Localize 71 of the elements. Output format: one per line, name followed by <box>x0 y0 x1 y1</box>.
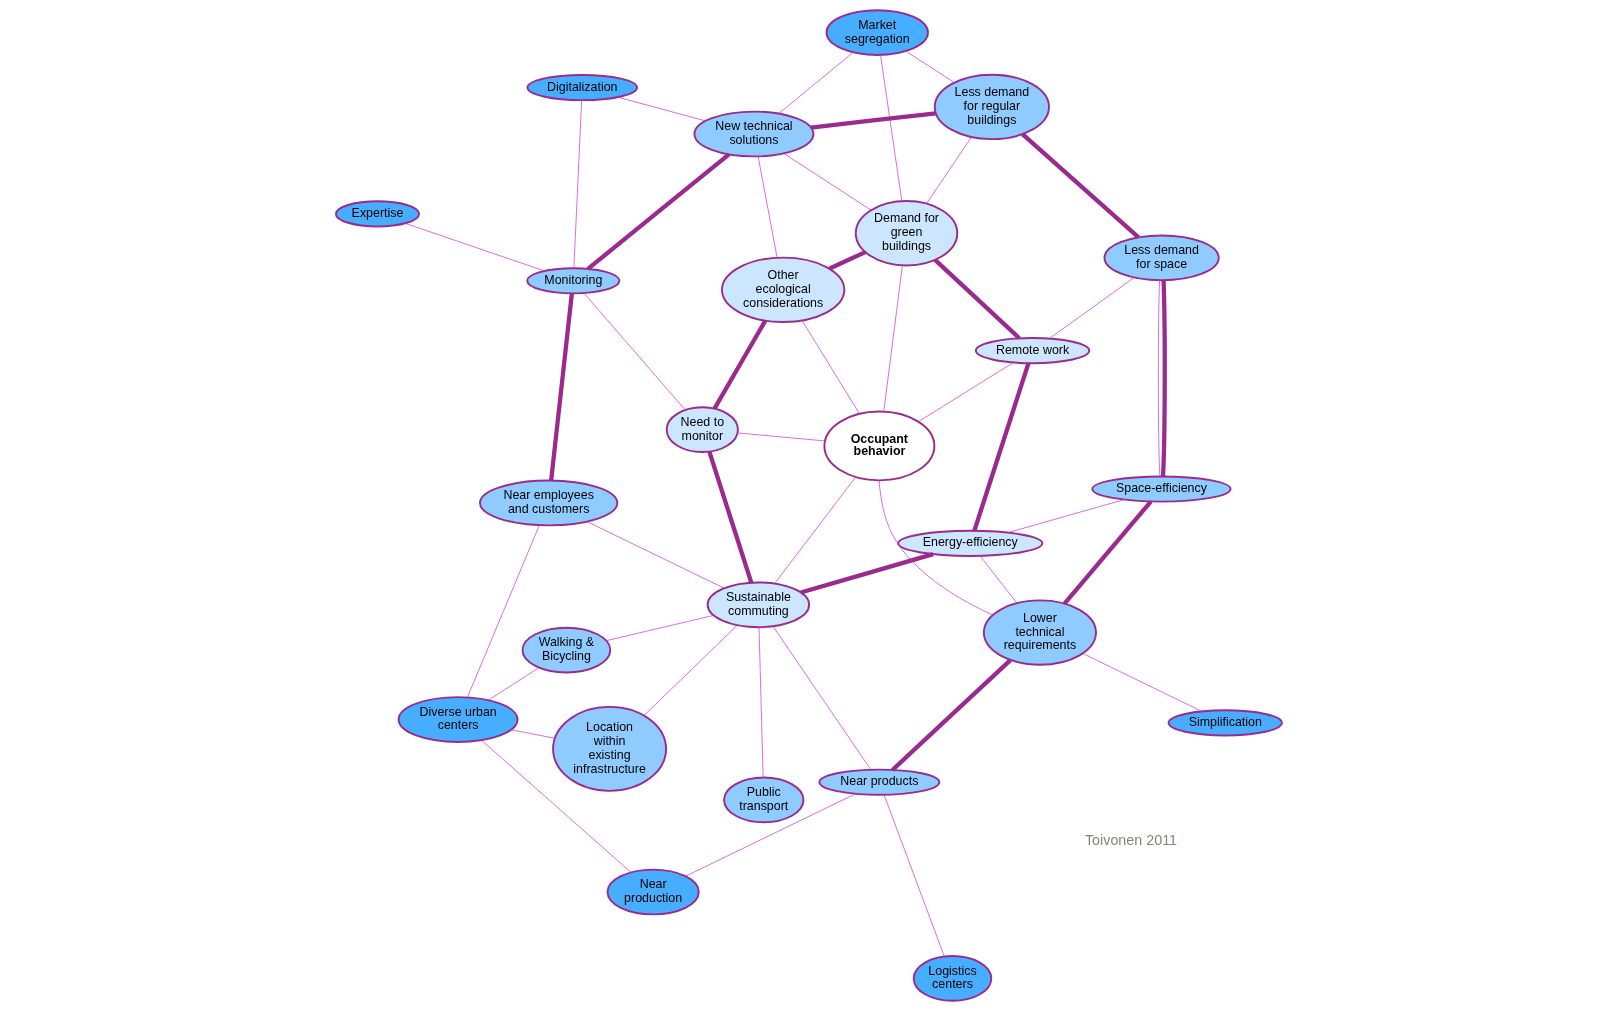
connector <box>878 480 994 616</box>
node-ellipse: Diverse urban centers <box>397 696 519 743</box>
connector <box>772 625 872 771</box>
node-ellipse: Lower technical requirements <box>982 599 1097 666</box>
connector <box>800 552 934 595</box>
node-ellipse: Digitalization <box>526 74 638 102</box>
connector <box>1160 280 1167 477</box>
connector <box>583 292 686 411</box>
node-ellipse: Less demand for space <box>1103 234 1220 282</box>
connector <box>1082 653 1203 712</box>
connector <box>933 258 1021 340</box>
connector <box>783 153 872 211</box>
node-ellipse: Occupant behavior <box>823 410 936 482</box>
node-ellipse: New technical solutions <box>693 110 815 158</box>
connector <box>549 293 575 481</box>
connector <box>891 658 1012 772</box>
label: Toivonen 2011 <box>1084 832 1178 849</box>
node-ellipse: Need to monitor <box>665 406 739 454</box>
connector <box>1048 277 1135 339</box>
node-ellipse: Public transport <box>723 776 805 824</box>
node-ellipse: Near products <box>818 768 941 796</box>
node-ellipse: Energy-efficiency <box>897 529 1044 557</box>
connector <box>586 521 725 589</box>
node-ellipse: Logistics centers <box>912 955 993 1002</box>
connector <box>510 729 556 739</box>
node-ellipse: Expertise <box>334 200 420 228</box>
connector <box>737 432 826 442</box>
node-ellipse: Demand for green buildings <box>854 200 959 267</box>
connector <box>617 96 706 122</box>
connector <box>404 222 545 272</box>
connector <box>643 624 738 716</box>
connector <box>487 667 540 701</box>
connector <box>467 524 540 698</box>
connector <box>778 51 854 114</box>
node-ellipse: Market segregation <box>825 9 929 56</box>
connector <box>586 152 731 271</box>
connector <box>685 793 856 877</box>
connector <box>972 362 1031 532</box>
connector <box>979 555 1018 604</box>
connector <box>1007 499 1125 533</box>
connector <box>880 54 903 202</box>
node-ellipse: Walking & Bicycling <box>521 626 612 674</box>
connector <box>883 264 903 412</box>
connector <box>801 320 860 415</box>
node-ellipse: Remote work <box>974 337 1091 365</box>
node-ellipse: Other ecological considerations <box>721 256 846 323</box>
node-ellipse: Location within existing infrastructure <box>552 705 667 792</box>
node-ellipse: Sustainable commuting <box>706 581 811 629</box>
connector <box>905 50 955 83</box>
connector <box>1157 279 1161 477</box>
connector <box>926 136 972 204</box>
connector <box>606 615 714 641</box>
connector <box>757 156 778 259</box>
node-ellipse: Near employees and customers <box>479 479 619 527</box>
node-ellipse: Near production <box>606 868 700 916</box>
node-ellipse: Space-efficiency <box>1091 475 1232 503</box>
connector <box>918 362 1014 422</box>
node-ellipse: Monitoring <box>526 267 621 295</box>
connector <box>481 739 632 873</box>
node-ellipse: Less demand for regular buildings <box>933 73 1050 141</box>
connector <box>758 626 764 778</box>
connector <box>1021 132 1140 239</box>
connector <box>774 476 857 584</box>
connector <box>828 250 867 271</box>
connector <box>810 111 936 130</box>
connector <box>883 794 945 957</box>
connector <box>712 319 768 410</box>
connector <box>707 451 754 584</box>
node-ellipse: Simplification <box>1167 709 1283 737</box>
connector <box>1062 500 1153 605</box>
connector <box>573 99 583 269</box>
